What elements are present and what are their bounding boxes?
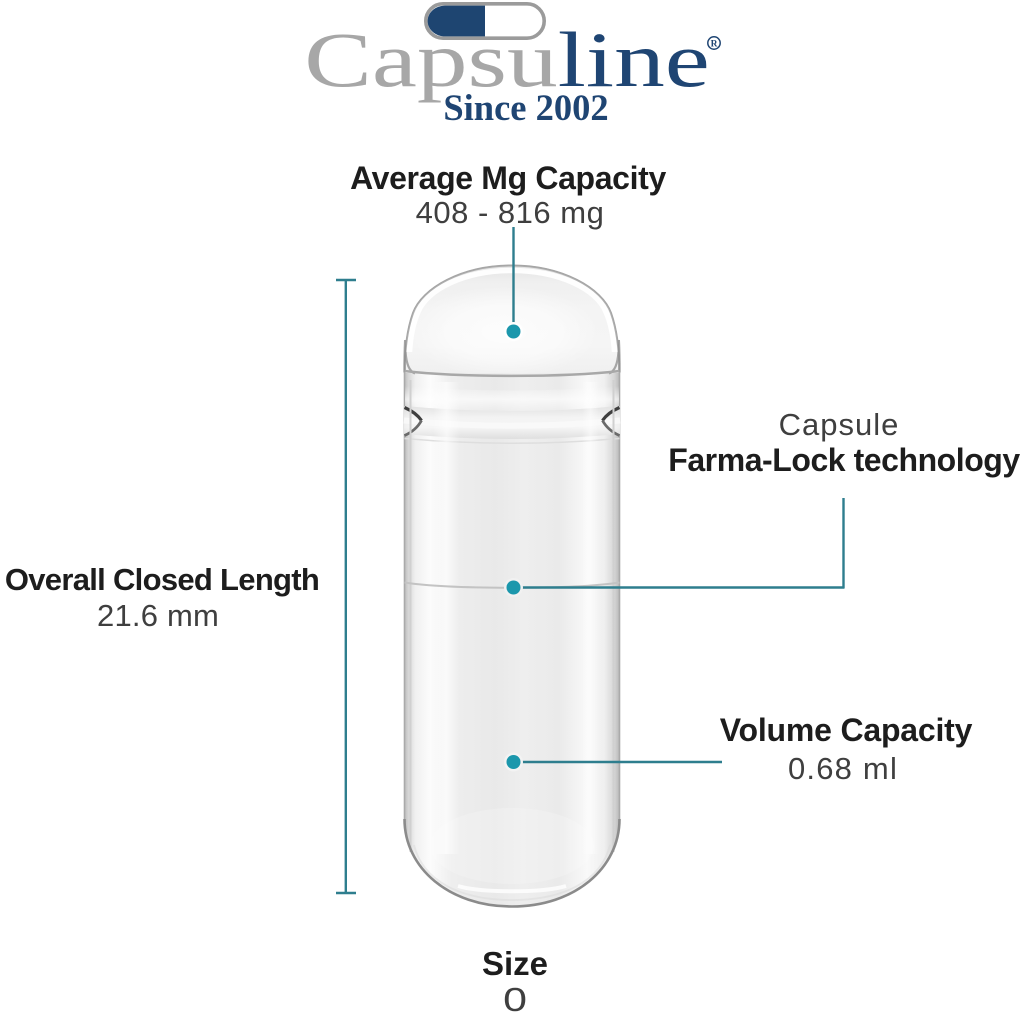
svg-text:R: R bbox=[711, 39, 718, 49]
